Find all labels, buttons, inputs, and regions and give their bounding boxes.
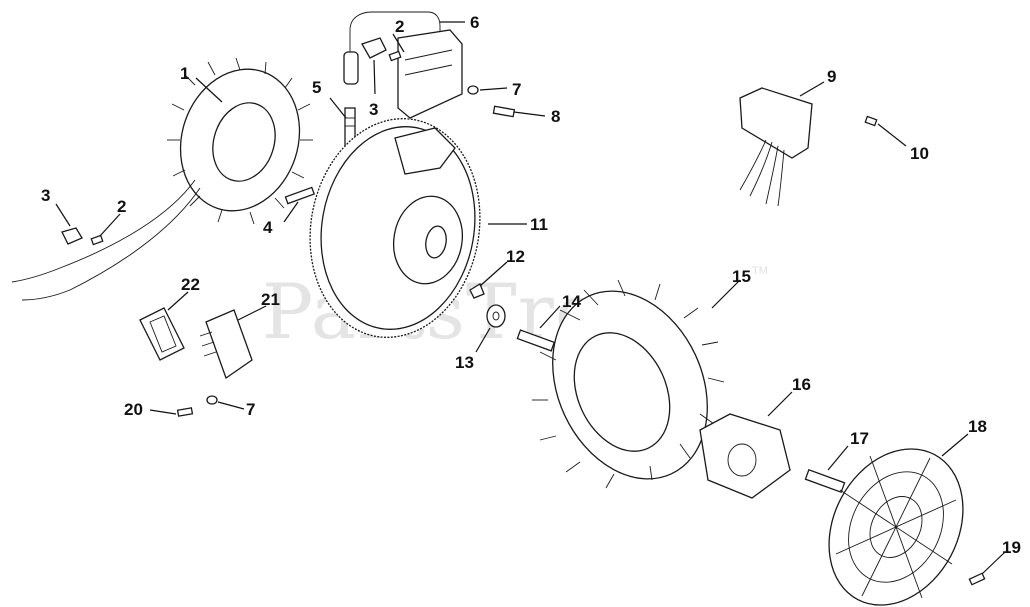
callout-9: 9 — [827, 67, 836, 86]
callout-14: 14 — [562, 292, 581, 311]
wire-clip-part-top[interactable] — [361, 37, 387, 59]
callout-5: 5 — [312, 78, 321, 97]
callout-21: 21 — [261, 290, 280, 309]
nut-part-top[interactable] — [467, 85, 479, 95]
callout-12: 12 — [506, 247, 525, 266]
callout-3-left: 3 — [41, 186, 50, 205]
screw-part-20[interactable] — [176, 407, 194, 417]
callout-22: 22 — [181, 275, 200, 294]
bolt-part-17[interactable] — [804, 468, 846, 494]
stud-part[interactable] — [284, 186, 316, 205]
bolt-part-14[interactable] — [516, 329, 556, 352]
callout-13: 13 — [455, 353, 474, 372]
callout-6: 6 — [470, 13, 479, 32]
watermark-trademark: TM — [752, 265, 768, 277]
bolt-part-8[interactable] — [492, 105, 516, 118]
callout-10: 10 — [910, 144, 929, 163]
callout-11: 11 — [530, 215, 548, 234]
callout-16: 16 — [792, 375, 811, 394]
screw-part-10[interactable] — [864, 115, 878, 127]
screw-part-top[interactable] — [388, 50, 402, 62]
wire-clip-part-left[interactable] — [61, 227, 83, 245]
nut-part-lower[interactable] — [206, 395, 218, 405]
callout-7-top: 7 — [512, 80, 521, 99]
callout-15: 15 — [732, 267, 751, 286]
flywheel-part[interactable] — [293, 105, 497, 351]
screw-part-19[interactable] — [968, 572, 986, 586]
callout-3-top: 3 — [369, 100, 378, 119]
callout-19: 19 — [1002, 538, 1021, 557]
stator-part[interactable] — [11, 54, 317, 301]
rectifier-module-part[interactable] — [739, 87, 813, 207]
callout-18: 18 — [968, 417, 987, 436]
callout-17: 17 — [850, 429, 869, 448]
key-part[interactable] — [469, 283, 485, 299]
callout-2-top: 2 — [395, 17, 404, 36]
callout-2-left: 2 — [117, 197, 126, 216]
regulator-part[interactable] — [199, 309, 253, 380]
callout-1: 1 — [180, 64, 189, 83]
fan-hub-part[interactable] — [699, 413, 791, 499]
callout-20: 20 — [124, 400, 143, 419]
callout-labels: 1 2 3 5 6 7 8 9 10 11 12 13 14 15 16 17 … — [41, 13, 1021, 557]
callout-7-lower: 7 — [246, 400, 255, 419]
callout-4: 4 — [263, 218, 273, 237]
callout-8: 8 — [551, 107, 560, 126]
ignition-coil-part[interactable] — [343, 11, 463, 119]
fan-part[interactable] — [523, 266, 736, 504]
leader-lines — [55, 21, 1006, 575]
screw-part-left[interactable] — [90, 234, 104, 246]
grass-screen-part[interactable] — [803, 425, 989, 607]
gasket-part[interactable] — [139, 307, 185, 361]
washer-part[interactable] — [486, 304, 506, 328]
